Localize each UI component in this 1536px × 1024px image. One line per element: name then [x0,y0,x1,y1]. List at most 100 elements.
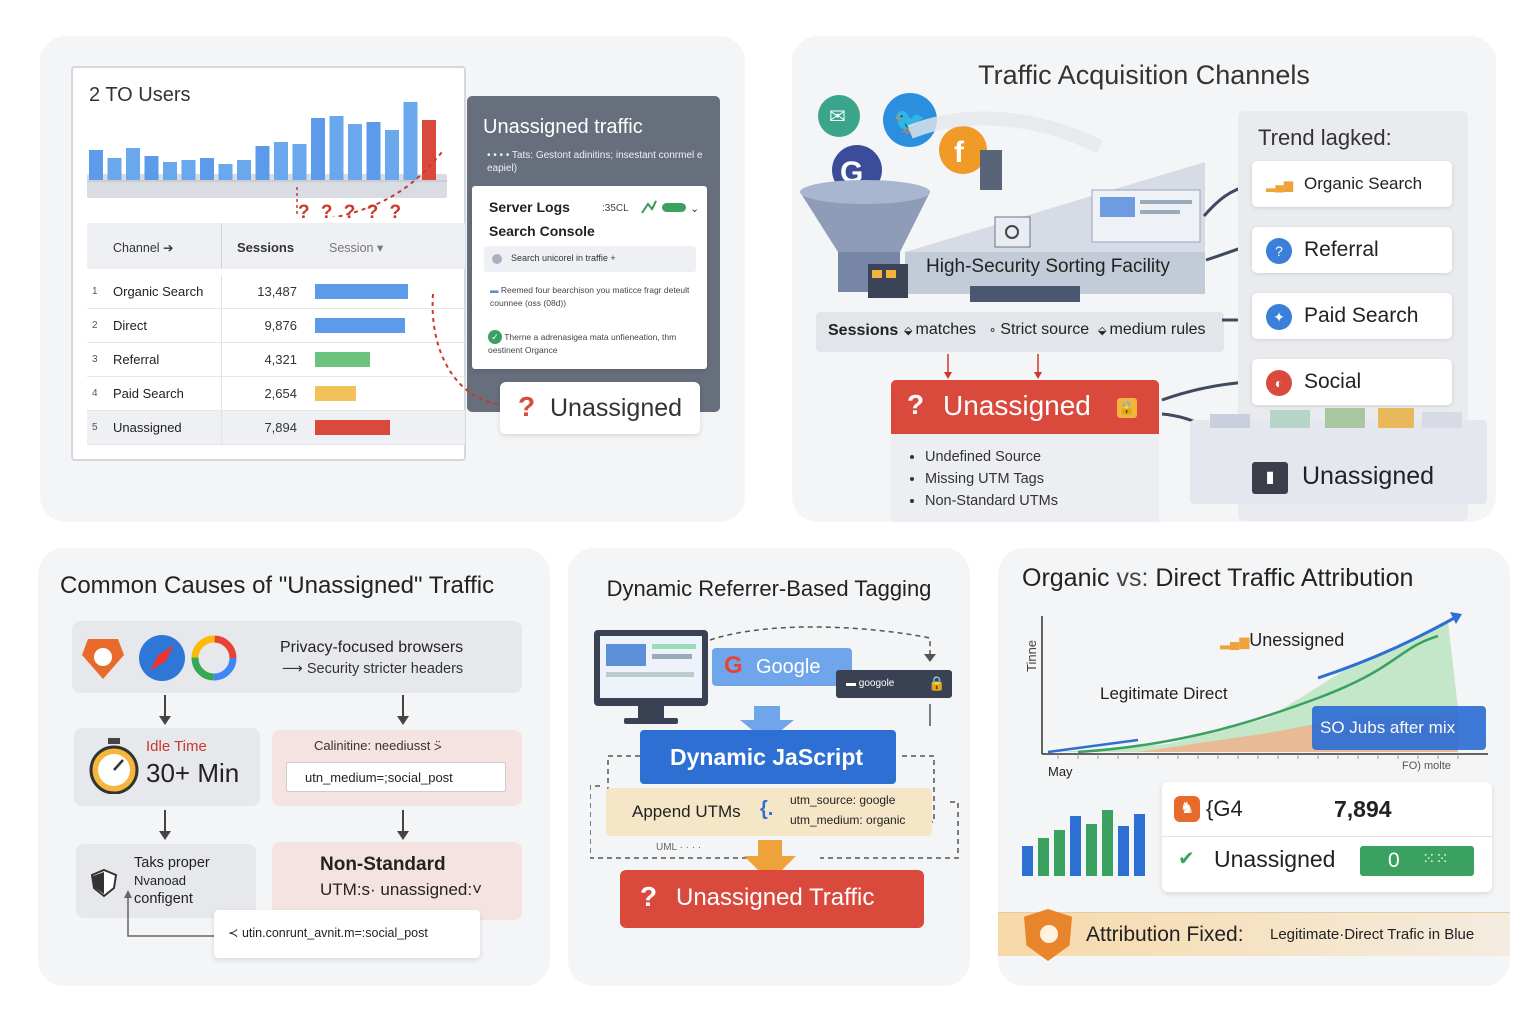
table-row[interactable]: 1 Organic Search 13,487 [87,275,465,309]
note-2: ✓ Therne a adrenasigea mata unfieneation… [488,330,677,355]
col-sessions[interactable]: Sessions [237,240,295,255]
unassigned-series-label: ▂▄▆Unessigned [1220,630,1345,650]
attribution-fixed-banner: Attribution Fixed: Legitimate·Direct Tra… [998,909,1510,961]
question-icon: ? [640,881,658,912]
users-bar [126,148,140,180]
sorting-facility-label: High-Security Sorting Facility [926,256,1170,277]
attribution-bar-chart [1022,810,1145,876]
tags-box: Taks proper Nvanoad configent [76,844,256,918]
row-sessions: 4,321 [264,352,297,367]
channels-title: Traffic Acquisition Channels [978,60,1310,90]
google-icon: G [724,652,743,679]
row-sessions: 9,876 [264,318,297,333]
unassigned-traffic-box[interactable]: ? Unassigned Traffic [620,870,924,928]
causes-panel: Common Causes of "Unassigned" Traffic Pr… [38,548,550,986]
row-bar [315,352,370,367]
stopwatch-icon [89,738,139,794]
col-session-dropdown[interactable]: Session ▾ [329,241,384,255]
row-channel: Referral [113,352,160,367]
svg-text:✉: ✉ [829,106,846,128]
channel-icon: ? [1266,238,1292,264]
search-row[interactable]: Search unicorel in traffie + [484,246,696,272]
row-channel: Organic Search [113,284,204,299]
users-bar [274,142,288,180]
users-bar [237,160,251,180]
brave-icon: ♞ [1174,796,1200,822]
trend-item[interactable]: ▂▄▆Organic Search [1252,161,1452,207]
zero-badge: 0 ⁙⁙ [1360,846,1474,876]
non-standard-box: Non-Standard UTM:s· unassigned:˅ [272,842,522,920]
users-bar [181,160,196,180]
trend-item[interactable]: ✦Paid Search [1252,293,1452,339]
row-index: 4 [92,388,98,399]
trend-item[interactable]: ?Referral [1252,227,1452,273]
users-bar [200,158,214,180]
dots-icon: ⁙⁙ [1422,851,1449,868]
list-icon: ▬ [490,285,501,295]
dynamic-javascript-box[interactable]: Dynamic JaScript [640,730,896,784]
tagging-panel: Dynamic Referrer-Based Tagging G Google … [568,548,970,986]
privacy-browsers-box: Privacy-focused browsers ⟶ Security stri… [72,621,522,693]
users-bar [163,162,177,180]
unassigned-pill[interactable]: ? Unassigned [500,382,700,434]
row-channel: Direct [113,318,147,333]
trend-item[interactable]: ◐Social [1252,359,1452,405]
loop-connector [124,890,216,937]
users-bar-chart [87,102,447,217]
matching-rules-bar: Sessions ⬙ matches ⚬ Strict source ⬙ med… [816,312,1224,352]
question-icon: ? [907,389,925,420]
note-1: ▬ Reemed four bearchison you maticce fra… [490,285,690,308]
campaign-code-field[interactable]: utn_medium=;social_post [286,762,506,792]
question-marks: ? ? ? ? ? [298,202,405,223]
users-bar [403,102,418,180]
campaign-box: Calinitine: neediusst ⍩ utn_medium=;soci… [272,730,522,806]
search-dot-icon [492,254,502,264]
users-bar [218,164,233,180]
ssl-label: :35CL [602,203,629,214]
server-stack-icon [1210,408,1462,428]
server-logs-label: Server Logs [489,199,570,215]
uml-label: UML · · · · [656,842,702,853]
unassigned-server-box[interactable]: ▮ Unassigned [1190,408,1487,504]
question-icon: ? [518,391,536,422]
unassigned-traffic-subtitle: • • • • Tats: Gestont adinitins; insesta… [487,150,703,174]
lock-icon: 🔒 [928,675,946,691]
tagging-flow-diagram [590,626,959,882]
svg-text:f: f [954,136,965,169]
row-index: 3 [92,354,98,365]
svg-text:⌄: ⌄ [690,203,699,215]
browser-icons [82,635,237,681]
channel-icon: ◐ [1266,370,1292,396]
row-bar [315,284,408,299]
row-index: 1 [92,286,98,297]
server-logs-card: Server Logs :35CL ⌄ Search Console Searc… [472,186,707,369]
table-row[interactable]: 3 Referral 4,321 [87,343,465,377]
users-dashboard: 2 TO Users ? ? ? ? ? Channel ➔ Sessions … [71,66,466,461]
row-index: 5 [92,422,98,433]
code-brace-icon: {. [760,798,774,820]
code-snippet-bottom[interactable]: ≺ utin.conrunt_avnit.m=:social_post [214,910,480,958]
tagging-title: Dynamic Referrer-Based Tagging [606,576,932,601]
channel-icon: ✦ [1266,304,1292,330]
append-utms-box[interactable]: Append UTMs {. utm_source: google utm_me… [606,788,932,836]
reason-item: Missing UTM Tags [925,468,1058,490]
users-bar [329,116,344,180]
row-bar [315,420,390,435]
users-bar [107,158,122,180]
users-bar [385,130,399,180]
unassigned-traffic-title: Unassigned traffic [483,116,643,138]
google-referrer-box[interactable]: G Google [712,648,852,686]
row-sessions: 7,894 [264,420,297,435]
reason-item: Undefined Source [925,446,1058,468]
row-sessions: 13,487 [257,284,297,299]
googole-tag[interactable]: ▬ googole 🔒 [836,670,952,698]
attribution-panel: Organic vs: Direct Traffic Attribution T… [998,548,1510,986]
shield-icon [90,868,118,898]
unassigned-red-header[interactable]: ? Unassigned 🔒 [891,380,1159,434]
idle-time-box: Idle Time 30+ Min [74,728,260,806]
after-mix-banner: SO Jubs after mix [1312,706,1486,750]
col-channel[interactable]: Channel ➔ [113,241,174,255]
